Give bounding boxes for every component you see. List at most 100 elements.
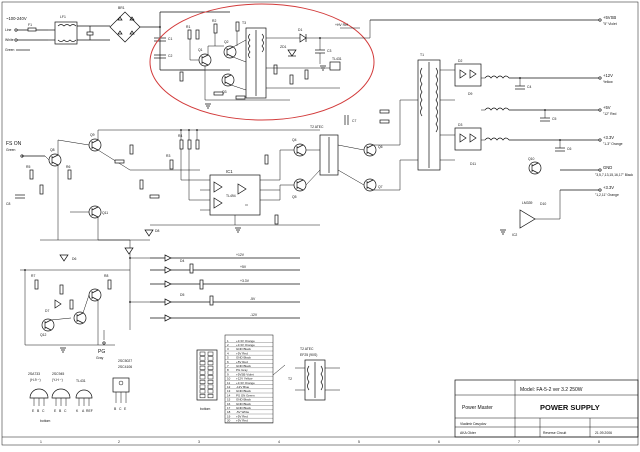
- transistor-q2: Q2: [223, 40, 237, 59]
- svg-text:D1: D1: [298, 28, 302, 32]
- pin-function: GND Black: [236, 389, 251, 393]
- svg-text:Q8: Q8: [50, 148, 55, 152]
- svg-text:R3: R3: [166, 154, 170, 158]
- transistor-q11: Q11: [88, 205, 108, 219]
- transistor-q1: Q1: [198, 48, 212, 67]
- sheet-title: POWER SUPPLY: [540, 403, 600, 412]
- transistor-pinouts: 2SA733 2SC945 (H-9 ~) (Y-H ~) E B C E B …: [28, 359, 132, 423]
- line-label: Line: [5, 28, 12, 32]
- pin-function: GND Black: [236, 347, 251, 351]
- line-filter-lf1: LF1: [54, 15, 78, 45]
- diode-d1: [299, 33, 307, 43]
- svg-text:Green: Green: [6, 148, 16, 152]
- svg-text:C: C: [42, 409, 45, 413]
- transistor-q5: Q5: [292, 178, 307, 199]
- svg-text:D7: D7: [45, 309, 49, 313]
- connector-pin: [207, 389, 214, 394]
- rail-5vsb: +5VSB: [603, 15, 616, 20]
- svg-text:"12" Red: "12" Red: [603, 112, 616, 116]
- rail-5vsb-desc: "5" Violet: [603, 22, 617, 26]
- output-rectifier-d2: D2: [454, 59, 482, 87]
- svg-text:R6: R6: [66, 165, 70, 169]
- standby-transformer-t3: T3: [242, 21, 267, 99]
- svg-text:D4: D4: [180, 259, 184, 263]
- connector-pin: [207, 356, 214, 361]
- svg-text:Q5: Q5: [292, 195, 297, 199]
- pin-number: 7: [227, 364, 229, 368]
- pin-function: +3.3V Orange: [236, 343, 255, 347]
- output-rails-right: +12V Yellow +5V "12" Red +3.3V "1-3" Ora…: [560, 73, 633, 197]
- svg-text:ZD1: ZD1: [280, 45, 287, 49]
- svg-text:R5: R5: [26, 165, 30, 169]
- pin-number: 6: [227, 360, 229, 364]
- svg-text:"1-3" Orange: "1-3" Orange: [603, 142, 623, 146]
- svg-text:LM339: LM339: [522, 201, 532, 205]
- svg-text:D11: D11: [470, 162, 476, 166]
- svg-text:R4: R4: [178, 134, 182, 138]
- driver-transformer-t2: T2 ATEC: [310, 125, 339, 176]
- pin-function: +5V Red: [236, 419, 248, 423]
- pin-number: 1: [227, 339, 229, 343]
- svg-text:R2: R2: [212, 19, 216, 23]
- transformer-pinout: T2 ATEC EF25 (90S) T2: [288, 347, 340, 401]
- column-numbers: 1 2 3 4 5 6 7 8: [40, 440, 600, 444]
- svg-text:TL431: TL431: [332, 57, 342, 61]
- atx-connector: bottom: [196, 349, 218, 411]
- pin-function: GND Black: [236, 398, 251, 402]
- input-voltage-label: ~100-240V: [6, 16, 27, 21]
- connector-pin: [207, 365, 214, 370]
- connector-pin: [199, 379, 206, 384]
- pin-function: GND Black: [236, 364, 251, 368]
- connector-pin: [207, 379, 214, 384]
- rail-5v: +5V: [603, 105, 611, 110]
- connector-pin: [199, 370, 206, 375]
- connector-pin: [199, 351, 206, 356]
- rail-12v: +12V: [603, 73, 613, 78]
- pin-number: 10: [227, 377, 231, 381]
- svg-text:Q7: Q7: [378, 185, 383, 189]
- output-filter: C4 C5 C6: [481, 75, 600, 152]
- pin-number: 14: [227, 393, 231, 397]
- transistor-q8: Q8: [48, 148, 62, 167]
- opamp-ic2: IC2 LM339: [512, 201, 536, 237]
- pin-number: 2: [227, 343, 229, 347]
- main-transformer-t1: T1: [417, 53, 441, 171]
- connector-pin: [199, 375, 206, 380]
- standby-highlight-circle: [149, 3, 375, 121]
- standby-circuit: T3 Q1 Q2 Q3 R1: [179, 19, 370, 101]
- connector-bottom-label: bottom: [200, 407, 211, 411]
- svg-text:C4: C4: [527, 85, 531, 89]
- power-good-circuit: Q12 R7 R8 PG Gray D6 D7: [20, 254, 130, 360]
- pin-function: +5V Red: [236, 360, 248, 364]
- svg-text:C3: C3: [327, 49, 331, 53]
- pin-number: 19: [227, 414, 231, 418]
- svg-text:2SA733: 2SA733: [28, 372, 40, 376]
- svg-text:B: B: [59, 409, 62, 413]
- pin-number: 8: [227, 368, 229, 372]
- protection-bus: +12V +5V +3.3V -5V -12V D4 D5: [124, 229, 300, 330]
- svg-text:Q4: Q4: [292, 138, 297, 142]
- svg-text:D10: D10: [540, 202, 546, 206]
- pin-number: 9: [227, 372, 229, 376]
- svg-text:Q2: Q2: [224, 40, 229, 44]
- svg-text:B: B: [114, 407, 117, 411]
- svg-text:K: K: [76, 409, 79, 413]
- svg-text:A: A: [82, 409, 85, 413]
- doc-date: 21.09.2006: [595, 431, 612, 435]
- pin-number: 16: [227, 402, 231, 406]
- svg-text:C: C: [64, 409, 67, 413]
- vsb-output: +5VSB "5" Violet +HV Ref: [335, 15, 617, 38]
- svg-text:Q1: Q1: [198, 48, 203, 52]
- connector-pin: [199, 384, 206, 389]
- connector-pin: [199, 389, 206, 394]
- svg-text:R1: R1: [186, 25, 190, 29]
- svg-text:C7: C7: [352, 119, 356, 123]
- pwm-controller-ic1: IC1 TL494: [209, 169, 261, 216]
- junction-dots: [24, 37, 561, 303]
- transistor-q9: Q9: [88, 133, 102, 152]
- svg-text:2: 2: [118, 440, 120, 444]
- svg-text:Yellow: Yellow: [603, 80, 613, 84]
- connector-pin: [199, 356, 206, 361]
